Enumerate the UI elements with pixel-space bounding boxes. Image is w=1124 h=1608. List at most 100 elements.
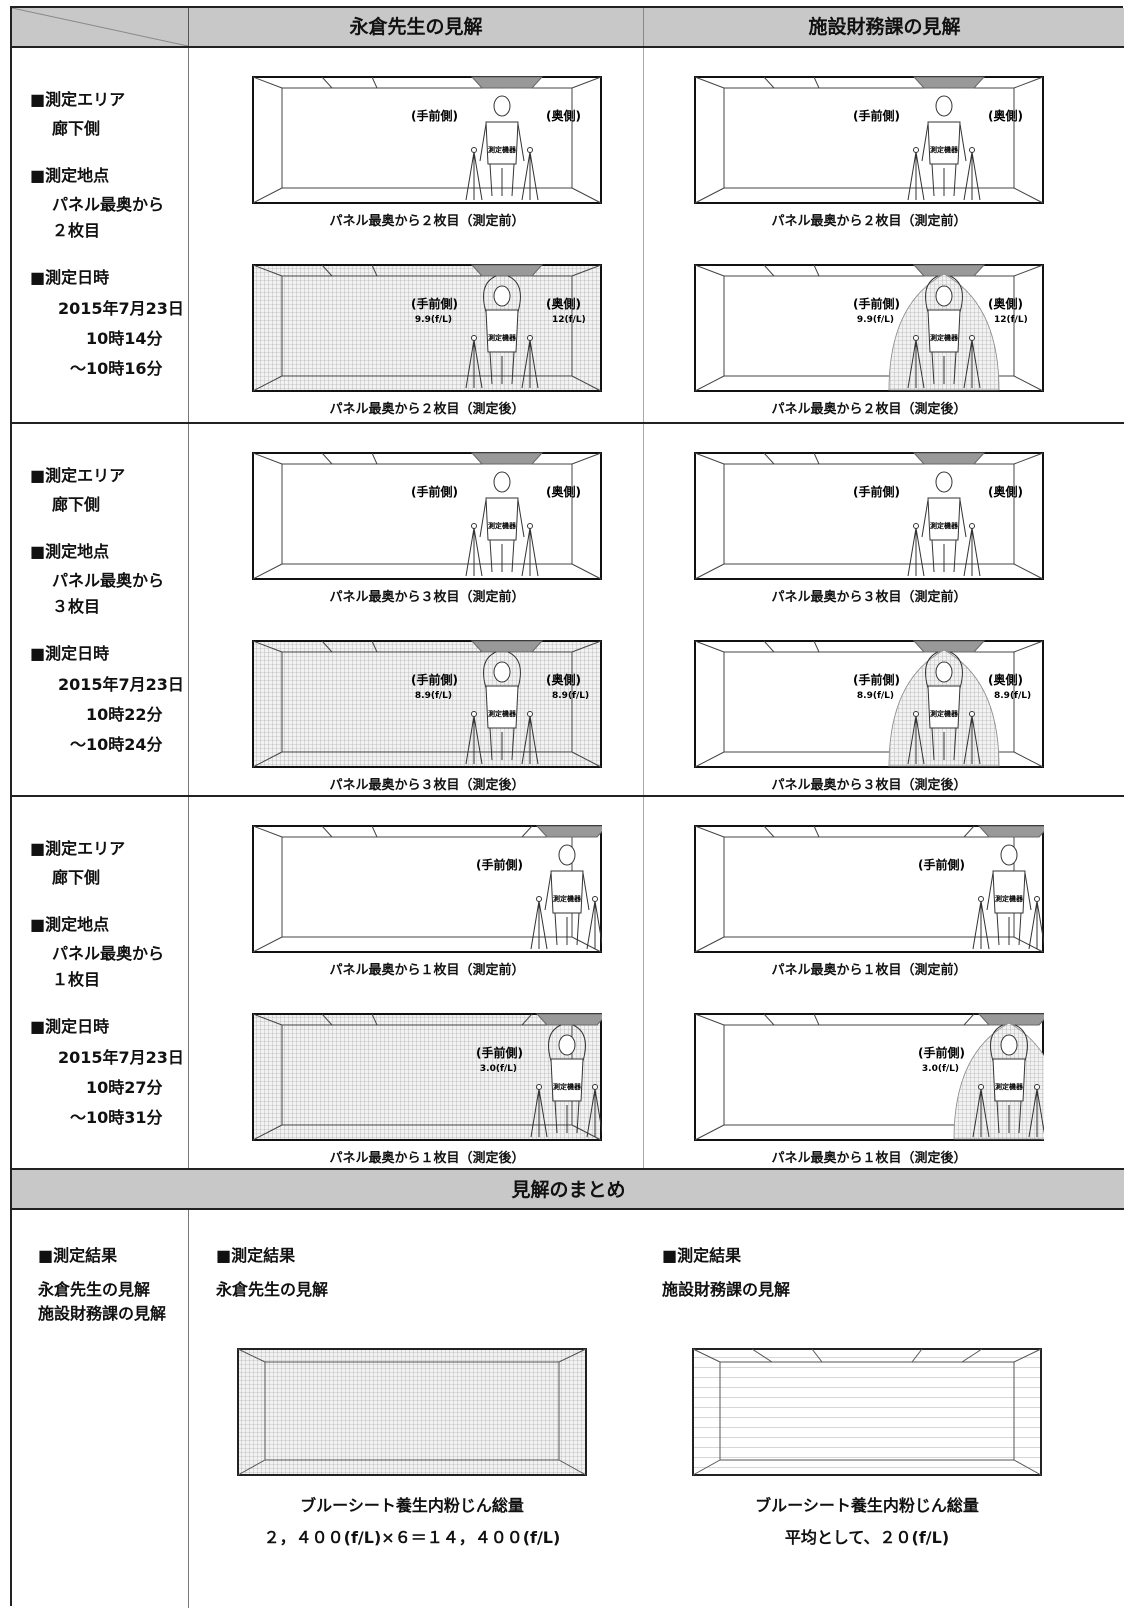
label-front-side: (手前側): [853, 672, 900, 687]
area-heading: ■測定エリア: [30, 839, 126, 858]
time-heading: ■測定日時: [30, 268, 110, 287]
label-back-side: (奥側): [546, 108, 581, 123]
label-back-side: (奥側): [546, 672, 581, 687]
summary-mid-note: ブルーシート養生内粉じん総量 ２，４００(f/L)×６＝１４，４００(f/L): [227, 1492, 597, 1556]
point-line2: １枚目: [52, 970, 101, 989]
section-divider-left: [188, 797, 189, 1168]
time-date: 2015年7月23日: [58, 1048, 184, 1067]
time-time-end: ～10時16分: [70, 359, 163, 378]
room-diagram-before: (手前側)(奥側)測定機器: [694, 76, 1044, 204]
value-front-side: 8.9(f/L): [415, 691, 452, 701]
facility-room-before: (手前側)(奥側)測定機器: [694, 825, 1088, 953]
header-corner: [11, 7, 189, 47]
label-front-side: (手前側): [918, 1045, 965, 1060]
label-front-side: (手前側): [411, 672, 458, 687]
label-front-side: (手前側): [411, 296, 458, 311]
label-front-side: (手前側): [411, 484, 458, 499]
label-back-side: (奥側): [988, 484, 1023, 499]
time-heading: ■測定日時: [30, 644, 110, 663]
measuring-device-label: 測定機器: [930, 145, 959, 154]
measuring-device-label: 測定機器: [488, 521, 517, 530]
summary-left-text: ■測定結果 永倉先生の見解 施設財務課の見解: [38, 1242, 166, 1334]
point-line2: ３枚目: [52, 597, 101, 616]
room-caption-after: パネル最奥から１枚目（測定後）: [329, 1151, 525, 1166]
room-caption-before: パネル最奥から２枚目（測定前）: [771, 214, 967, 229]
measuring-device-label: 測定機器: [488, 145, 517, 154]
area-value: 廊下側: [52, 495, 101, 514]
measuring-device-label: 測定機器: [930, 333, 959, 342]
summary-right-title: 施設財務課の見解: [662, 1280, 791, 1299]
point-line1: パネル最奥から: [52, 571, 165, 590]
point-value: パネル最奥から ２枚目: [52, 192, 190, 244]
room-diagram-before: (手前側)(奥側)測定機器: [694, 452, 1044, 580]
summary-left-line2: 施設財務課の見解: [38, 1304, 167, 1323]
point-heading: ■測定地点: [30, 915, 110, 934]
room-diagram-before: (手前側)(奥側)測定機器: [252, 825, 646, 953]
measuring-device-label: 測定機器: [488, 709, 517, 718]
time-date: 2015年7月23日: [58, 299, 184, 318]
summary-mid-heading: ■測定結果: [216, 1246, 296, 1265]
nagakura-room-before: (手前側)(奥側)測定機器: [252, 825, 646, 953]
summary-section: ■測定結果 永倉先生の見解 施設財務課の見解 ■測定結果 永倉先生の見解 ■測定…: [12, 1210, 1124, 1608]
room-caption-after: パネル最奥から３枚目（測定後）: [771, 778, 967, 793]
measuring-device-label: 測定機器: [930, 709, 959, 718]
room-diagram-before: (手前側) (奥側) 測定機器: [252, 76, 602, 204]
section-divider-right: [643, 48, 644, 422]
time-time-end: ～10時31分: [70, 1108, 163, 1127]
summary-right-note: ブルーシート養生内粉じん総量 平均として、２０(f/L): [682, 1492, 1052, 1556]
summary-left-heading: ■測定結果: [38, 1246, 118, 1265]
value-back-side: 8.9(f/L): [994, 691, 1031, 701]
measuring-device-label: 測定機器: [488, 333, 517, 342]
point-line1: パネル最奥から: [52, 195, 165, 214]
point-value: パネル最奥から １枚目: [52, 941, 190, 993]
point-line1: パネル最奥から: [52, 944, 165, 963]
summary-right-note2: 平均として、２０(f/L): [784, 1528, 950, 1547]
time-date: 2015年7月23日: [58, 675, 184, 694]
summary-mid-text: ■測定結果 永倉先生の見解: [216, 1242, 328, 1310]
room-caption-after: パネル最奥から３枚目（測定後）: [329, 778, 525, 793]
section-divider-left: [188, 424, 189, 795]
label-back-side: (奥側): [988, 672, 1023, 687]
room-caption-before: パネル最奥から１枚目（測定前）: [329, 963, 525, 978]
summary-room-lined: [692, 1348, 1042, 1476]
room-caption-after: パネル最奥から１枚目（測定後）: [771, 1151, 967, 1166]
point-heading: ■測定地点: [30, 166, 110, 185]
time-time-start: 10時14分: [86, 329, 163, 348]
label-front-side: (手前側): [411, 108, 458, 123]
room-caption-before: パネル最奥から３枚目（測定前）: [771, 590, 967, 605]
summary-mid-note2: ２，４００(f/L)×６＝１４，４００(f/L): [263, 1528, 561, 1547]
room-caption-after: パネル最奥から２枚目（測定後）: [329, 402, 525, 417]
section-divider-right: [643, 424, 644, 795]
summary-divider: [188, 1210, 189, 1608]
area-value: 廊下側: [52, 868, 101, 887]
summary-left-line1: 永倉先生の見解: [38, 1280, 151, 1299]
label-front-side: (手前側): [476, 857, 523, 872]
summary-room-gridded: [237, 1348, 587, 1476]
summary-right-heading: ■測定結果: [662, 1246, 742, 1265]
header-col-facility: 施設財務課の見解: [808, 16, 961, 38]
nagakura-room-before: (手前側) (奥側) 測定機器: [252, 76, 602, 204]
value-back-side: 8.9(f/L): [552, 691, 589, 701]
facility-room-before: (手前側)(奥側)測定機器: [694, 76, 1044, 204]
label-back-side: (奥側): [988, 296, 1023, 311]
table-header: 永倉先生の見解 施設財務課の見解: [11, 7, 1124, 48]
time-heading: ■測定日時: [30, 1017, 110, 1036]
label-front-side: (手前側): [476, 1045, 523, 1060]
area-value: 廊下側: [52, 119, 101, 138]
room-caption-before: パネル最奥から３枚目（測定前）: [329, 590, 525, 605]
room-caption-before: パネル最奥から１枚目（測定前）: [771, 963, 967, 978]
section-divider-right: [643, 797, 644, 1168]
measuring-device-label: 測定機器: [553, 1082, 582, 1091]
point-line2: ２枚目: [52, 221, 101, 240]
area-heading: ■測定エリア: [30, 90, 126, 109]
label-front-side: (手前側): [853, 484, 900, 499]
